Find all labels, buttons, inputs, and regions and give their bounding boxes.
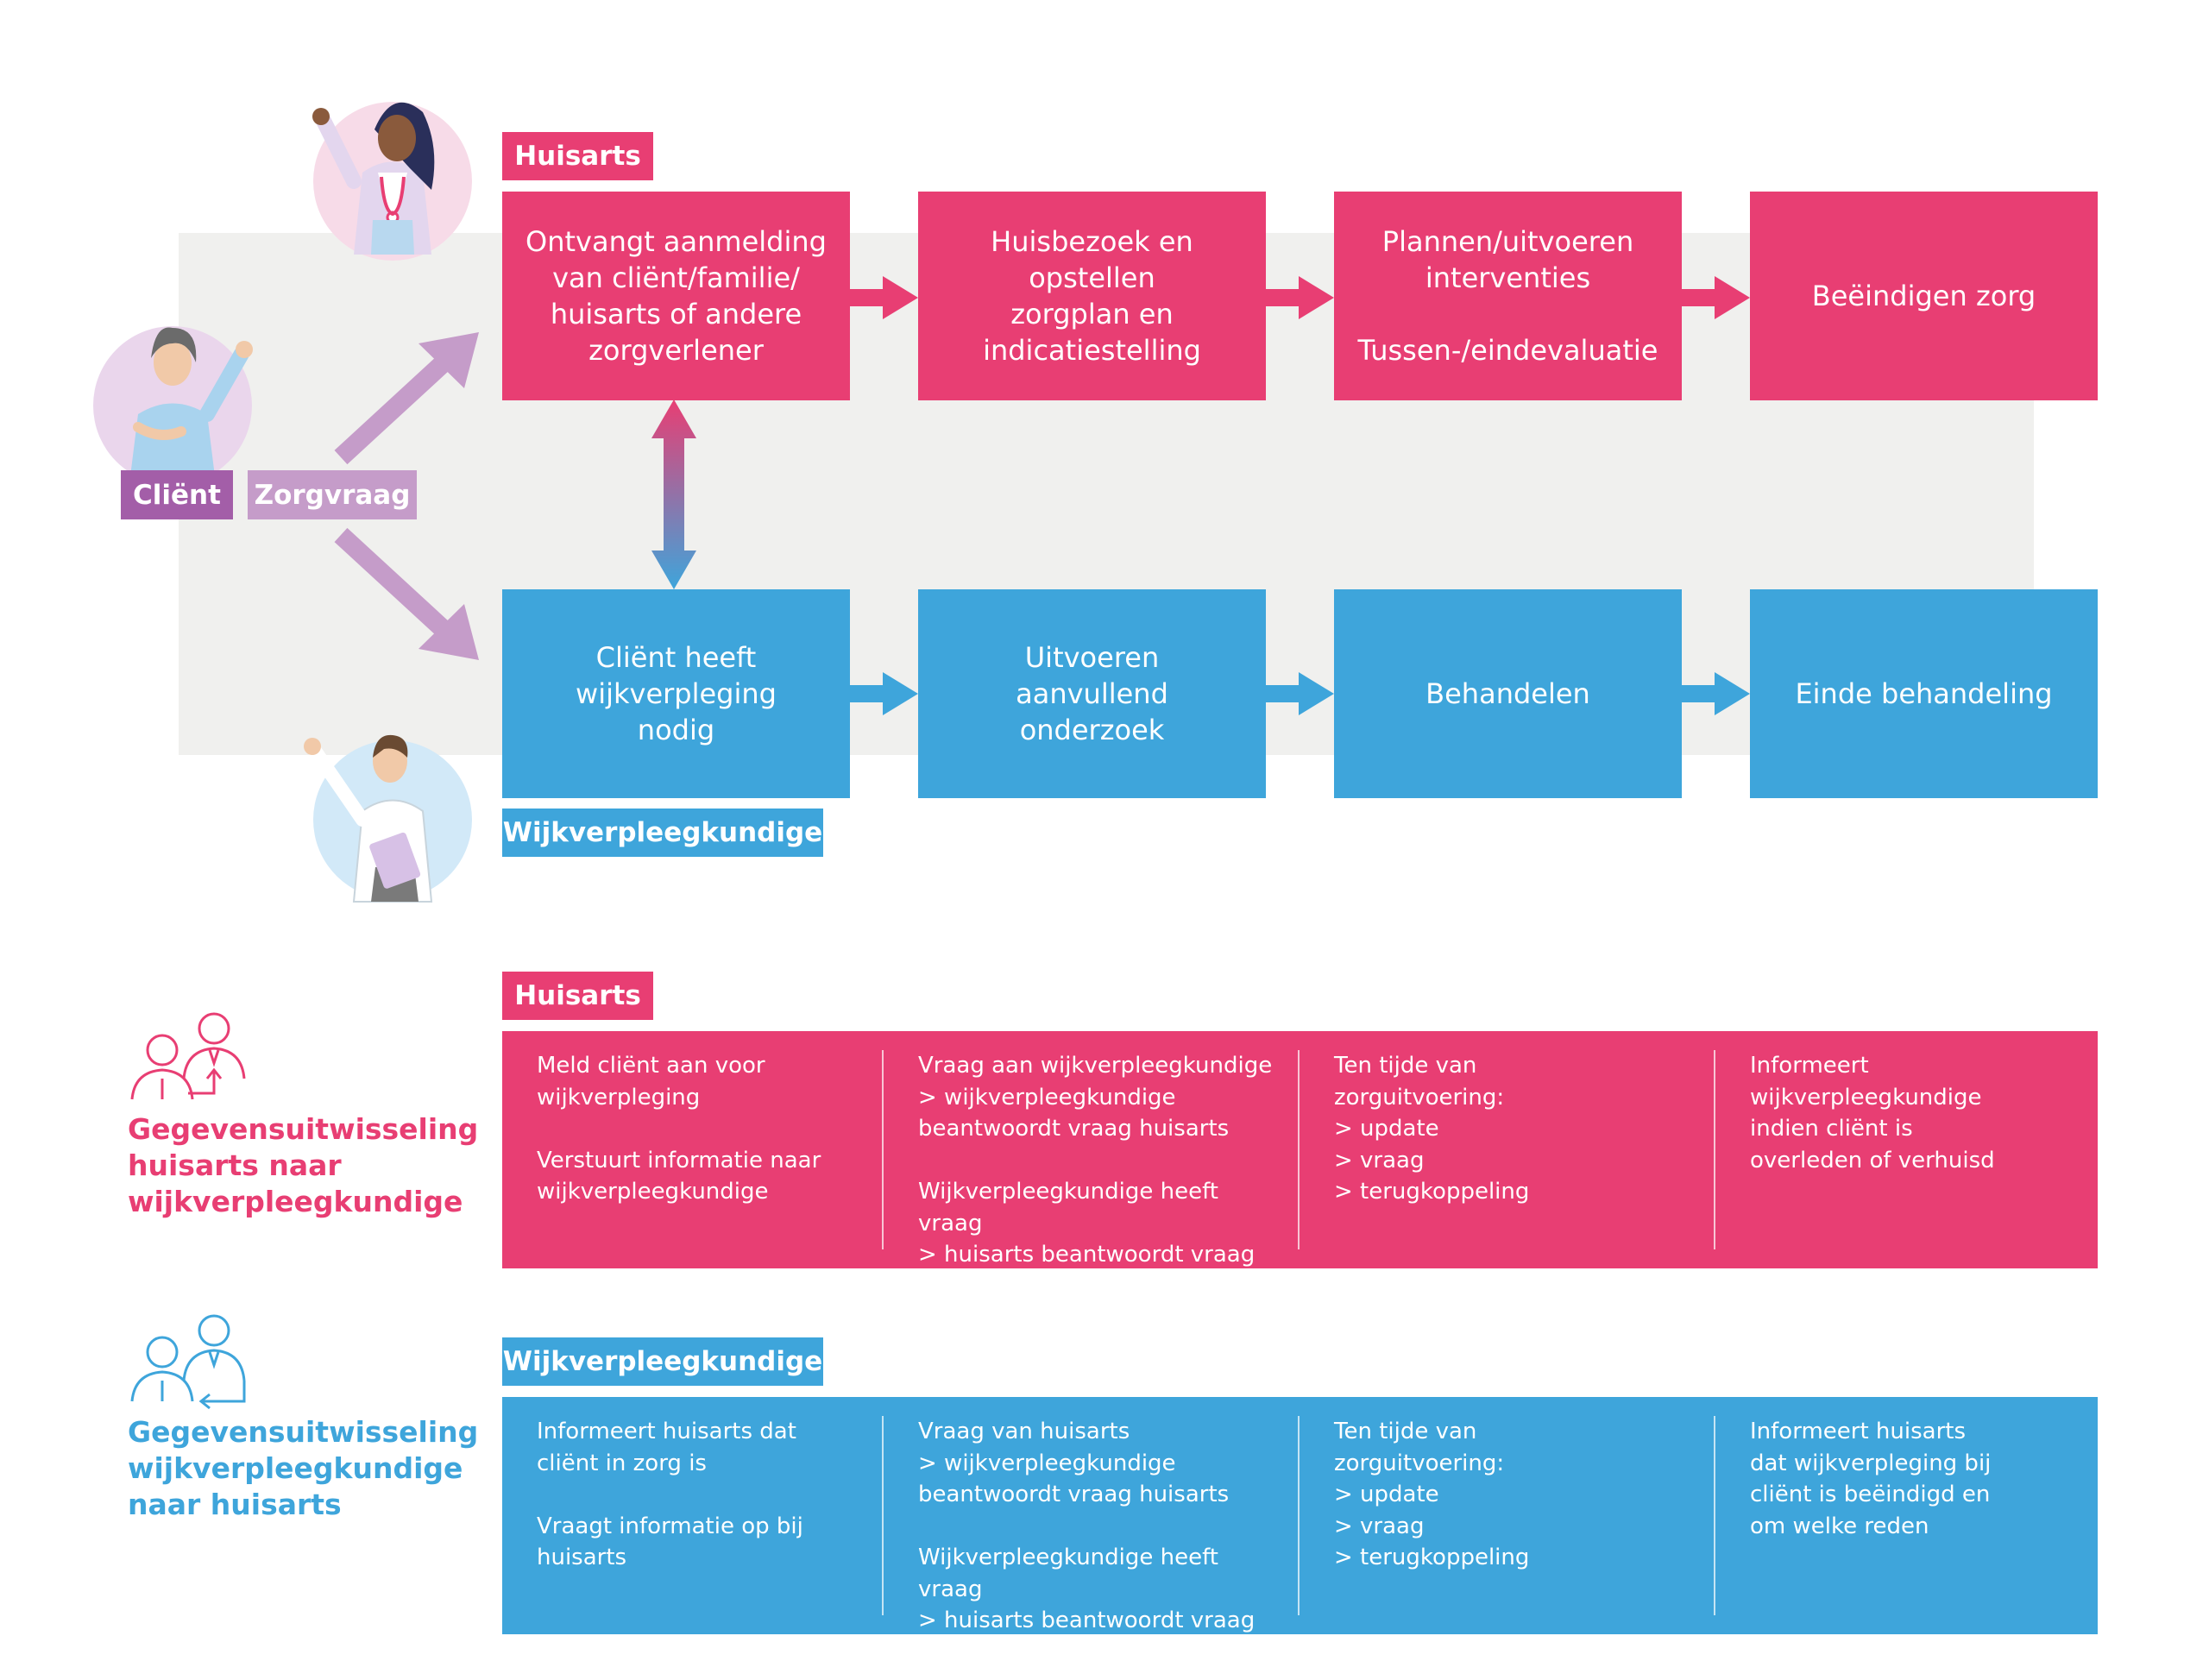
divider xyxy=(1714,1050,1715,1249)
huisarts-exchange-col-4: Informeert wijkverpleegkundige indien cl… xyxy=(1750,1053,1995,1173)
divider xyxy=(1298,1416,1300,1615)
huisarts-arrow-2 xyxy=(1266,276,1334,319)
huisarts-exchange-col-1: Meld cliënt aan voor wijkverpleging Vers… xyxy=(537,1053,821,1205)
huisarts-exchange-tag: Huisarts xyxy=(502,972,653,1020)
double-arrow-huisarts-wijk xyxy=(651,400,696,589)
client-character-icon xyxy=(93,326,253,485)
wijk-step-2: Uitvoeren aanvullend onderzoek xyxy=(918,589,1266,798)
wijk-exchange-col-3: Ten tijde van zorguitvoering: > update >… xyxy=(1334,1419,1530,1570)
wijkverpleegkundige-tag: Wijkverpleegkundige xyxy=(502,809,823,857)
wijk-exchange-col-2: Vraag van huisarts > wijkverpleegkundige… xyxy=(918,1419,1256,1633)
huisarts-exchange-col-2: Vraag aan wijkverpleegkundige > wijkverp… xyxy=(918,1053,1273,1268)
zorgvraag-tag: Zorgvraag xyxy=(248,470,417,519)
wijk-exchange-people-icon xyxy=(130,1314,246,1410)
huisarts-tag: Huisarts xyxy=(502,132,653,180)
divider xyxy=(882,1050,884,1249)
huisarts-step-1: Ontvangt aanmelding van cliënt/familie/ … xyxy=(502,192,850,400)
wijk-exchange-col-4: Informeert huisarts dat wijkverpleging b… xyxy=(1750,1419,1992,1539)
zorgvraag-to-wijk-arrow xyxy=(334,527,479,660)
wijk-step-4: Einde behandeling xyxy=(1750,589,2098,798)
wijk-exchange-tag: Wijkverpleegkundige xyxy=(502,1337,823,1386)
huisarts-exchange-col-3: Ten tijde van zorguitvoering: > update >… xyxy=(1334,1053,1530,1205)
wijk-arrow-3 xyxy=(1682,672,1750,715)
huisarts-step-4: Beëindigen zorg xyxy=(1750,192,2098,400)
wijk-arrow-1 xyxy=(850,672,918,715)
huisarts-step-2: Huisbezoek en opstellen zorgplan en indi… xyxy=(918,192,1266,400)
huisarts-character-icon xyxy=(312,102,472,261)
huisarts-arrow-1 xyxy=(850,276,918,319)
divider xyxy=(1298,1050,1300,1249)
wijk-arrow-2 xyxy=(1266,672,1334,715)
huisarts-exchange-panel: Meld cliënt aan voor wijkverpleging Vers… xyxy=(502,1031,2098,1268)
divider xyxy=(882,1416,884,1615)
huisarts-exchange-legend: Gegevensuitwisseling huisarts naar wijkv… xyxy=(128,1112,479,1218)
wijk-exchange-col-1: Informeert huisarts dat cliënt in zorg i… xyxy=(537,1419,803,1570)
huisarts-step-3: Plannen/uitvoeren interventies Tussen-/e… xyxy=(1334,192,1682,400)
divider xyxy=(1714,1416,1715,1615)
wijkverpleegkundige-character-icon xyxy=(304,734,472,903)
huisarts-exchange-people-icon xyxy=(130,1012,246,1100)
zorgvraag-to-huisarts-arrow xyxy=(334,332,479,465)
client-tag: Cliënt xyxy=(121,470,233,519)
wijk-exchange-panel: Informeert huisarts dat cliënt in zorg i… xyxy=(502,1397,2098,1634)
huisarts-arrow-3 xyxy=(1682,276,1750,319)
wijk-exchange-legend: Gegevensuitwisseling wijkverpleegkundige… xyxy=(128,1415,479,1521)
wijk-step-1: Cliënt heeft wijkverpleging nodig xyxy=(502,589,850,798)
wijk-step-3: Behandelen xyxy=(1334,589,1682,798)
